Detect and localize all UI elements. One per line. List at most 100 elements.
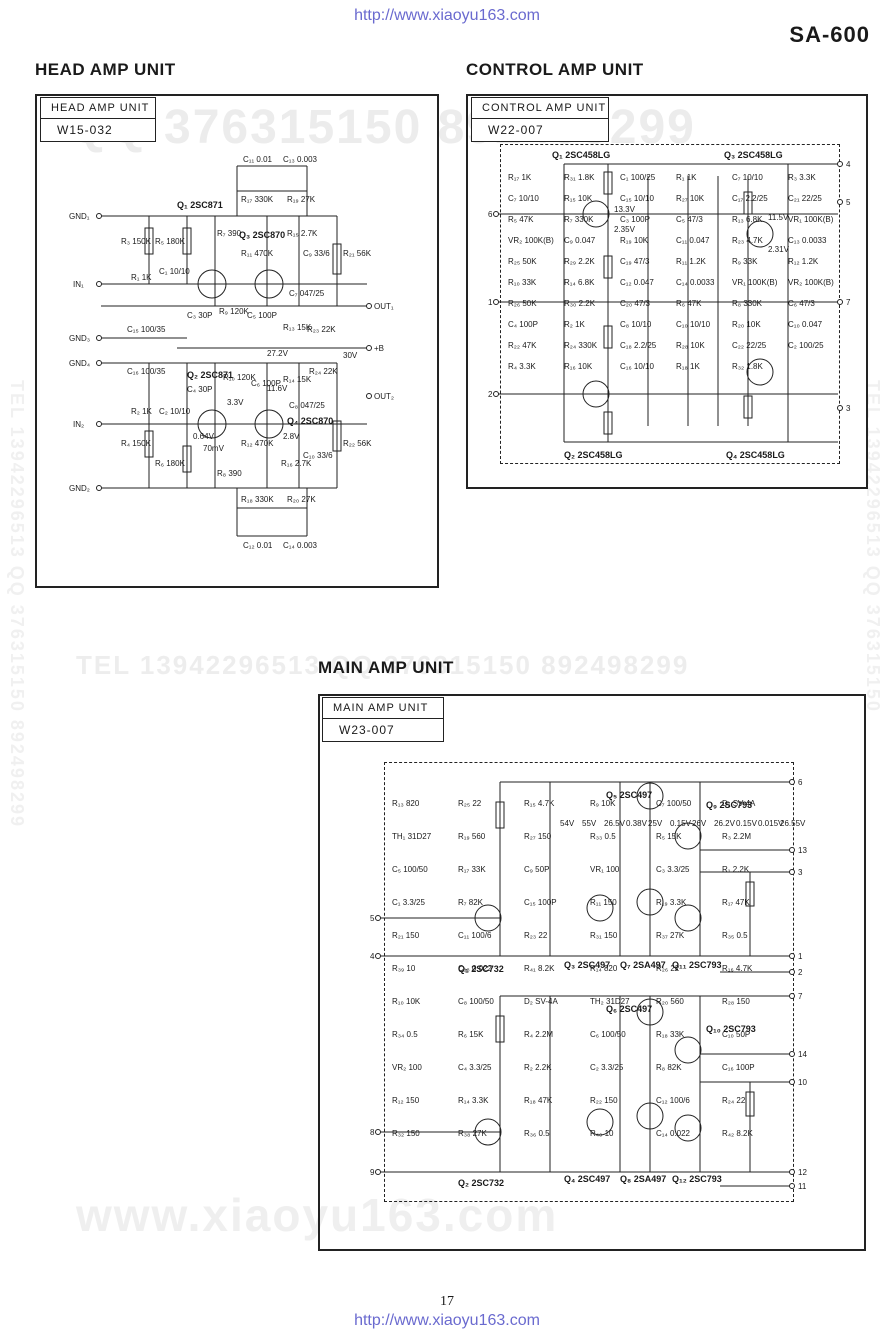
head-voltage-4: 0.64V bbox=[193, 432, 215, 441]
head-comp-r19: R₁₉ 27K bbox=[287, 195, 316, 204]
control-amp-label-line1: CONTROL AMP UNIT bbox=[472, 98, 608, 119]
main-comp-34: R₂₆ 22 bbox=[656, 964, 680, 973]
control-term-7: 7 bbox=[846, 298, 851, 307]
main-comp-14: C₉ 50P bbox=[524, 865, 549, 874]
main-term-8: 8 bbox=[370, 1128, 375, 1137]
head-comp-r4: R₄ 150K bbox=[121, 439, 152, 448]
main-comp-28: R₃₇ 27K bbox=[656, 931, 685, 940]
control-amp-label-box: CONTROL AMP UNIT W22-007 bbox=[471, 97, 609, 142]
main-amp-frame: MAIN AMP UNIT W23-007 bbox=[318, 694, 866, 1251]
main-q1: Q₁ 2SC732 bbox=[458, 964, 504, 974]
control-comp-18: VR₂ 100K(B) bbox=[508, 236, 554, 245]
head-comp-c8: C₈ 047/25 bbox=[289, 401, 325, 410]
main-comp-41: R₂₈ 150 bbox=[722, 997, 750, 1006]
main-comp-24: R₂₁ 150 bbox=[392, 931, 420, 940]
source-url-top[interactable]: http://www.xiaoyu163.com bbox=[354, 7, 540, 24]
main-comp-42: R₃₄ 0.5 bbox=[392, 1030, 418, 1039]
control-amp-schematic: 6 1 2 4 5 7 3 Q₁ 2SC458LG Q₃ 2SC458LG Q₂… bbox=[488, 150, 851, 460]
main-term-12: 12 bbox=[798, 1168, 807, 1177]
main-comp-46: R₁₈ 33K bbox=[656, 1030, 685, 1039]
control-voltage-2: 11.5V bbox=[768, 213, 789, 222]
control-comp-13: R₇ 330K bbox=[564, 215, 594, 224]
head-term-gnd3: GND₃ bbox=[69, 334, 90, 343]
head-comp-c10: C₁₀ 33/6 bbox=[303, 451, 333, 460]
head-comp-r18: R₁₈ 330K bbox=[241, 495, 274, 504]
head-comp-r3: R₃ 150K bbox=[121, 237, 152, 246]
head-comp-c5: C₅ 100P bbox=[247, 311, 277, 320]
main-amp-label-line1: MAIN AMP UNIT bbox=[323, 698, 443, 719]
main-q6: Q₆ 2SC497 bbox=[606, 1004, 652, 1014]
main-comp-11: R₃ 2.2M bbox=[722, 832, 751, 841]
head-comp-c6: C₆ 100P bbox=[251, 379, 281, 388]
control-comp-19: C₉ 0.047 bbox=[564, 236, 596, 245]
control-comp-51: R₂₈ 10K bbox=[676, 341, 705, 350]
head-comp-c1: C₁ 10/10 bbox=[159, 267, 190, 276]
head-term-gnd2: GND₂ bbox=[69, 484, 90, 493]
control-term-1: 1 bbox=[488, 298, 493, 307]
main-comp-40: R₂₀ 560 bbox=[656, 997, 684, 1006]
main-comp-3: R₉ 10K bbox=[590, 799, 616, 808]
source-url-bottom[interactable]: http://www.xiaoyu163.com bbox=[354, 1312, 540, 1329]
control-q4: Q₄ 2SC458LG bbox=[726, 450, 785, 460]
main-voltage-3: 0.38V bbox=[626, 819, 648, 828]
control-q1: Q₁ 2SC458LG bbox=[552, 150, 610, 160]
main-comp-62: R₃₆ 0.5 bbox=[524, 1129, 550, 1138]
main-comp-44: R₄ 2.2M bbox=[524, 1030, 553, 1039]
head-amp-label-line1: HEAD AMP UNIT bbox=[41, 98, 155, 119]
main-comp-33: R₁₄ 820 bbox=[590, 964, 618, 973]
head-comp-r8: R₈ 390 bbox=[217, 469, 242, 478]
main-comp-29: R₃₅ 0.5 bbox=[722, 931, 748, 940]
main-comp-19: R₇ 82K bbox=[458, 898, 484, 907]
main-amp-label-line2: W23-007 bbox=[339, 723, 395, 737]
head-term-out1: OUT₁ bbox=[374, 302, 394, 311]
head-term-plus-b: +B bbox=[374, 344, 384, 353]
main-comp-15: VR₁ 100 bbox=[590, 865, 620, 874]
control-comp-3: R₁ 1K bbox=[676, 173, 697, 182]
head-comp-c15: C₁₅ 100/35 bbox=[127, 325, 166, 334]
main-voltage-6: 26V bbox=[692, 819, 707, 828]
main-comp-25: C₁₁ 100/6 bbox=[458, 931, 492, 940]
control-comp-49: R₂₄ 330K bbox=[564, 341, 598, 350]
main-comp-30: R₃₉ 10 bbox=[392, 964, 416, 973]
main-q4: Q₄ 2SC497 bbox=[564, 1174, 610, 1184]
head-comp-r21: R₂₁ 56K bbox=[343, 249, 372, 258]
control-comp-58: R₃₂ 1.8K bbox=[732, 362, 763, 371]
main-voltage-2: 26.5V bbox=[604, 819, 626, 828]
main-comp-60: R₃₂ 150 bbox=[392, 1129, 420, 1138]
control-term-3: 3 bbox=[846, 404, 851, 413]
control-comp-36: R₂₆ 50K bbox=[508, 299, 537, 308]
control-amp-section-title: CONTROL AMP UNIT bbox=[466, 60, 644, 79]
control-q2: Q₂ 2SC458LG bbox=[564, 450, 623, 460]
main-term-7: 7 bbox=[798, 992, 803, 1001]
control-comp-35: VR₂ 100K(B) bbox=[788, 278, 834, 287]
main-comp-20: C₁₅ 100P bbox=[524, 898, 557, 907]
head-comp-r13: R₁₃ 15K bbox=[283, 323, 312, 332]
control-comp-38: C₂₀ 47/3 bbox=[620, 299, 651, 308]
main-comp-1: R₂₅ 22 bbox=[458, 799, 482, 808]
control-term-5: 5 bbox=[846, 198, 851, 207]
control-comp-1: R₃₁ 1.8K bbox=[564, 173, 595, 182]
main-comp-7: R₁₉ 560 bbox=[458, 832, 486, 841]
control-comp-25: R₂₉ 2.2K bbox=[564, 257, 595, 266]
main-comp-51: C₂ 3.3/25 bbox=[590, 1063, 624, 1072]
control-comp-15: C₅ 47/3 bbox=[676, 215, 703, 224]
control-comp-57: R₁₈ 1K bbox=[676, 362, 700, 371]
main-comp-57: R₂₂ 150 bbox=[590, 1096, 618, 1105]
head-comp-r7: R₇ 390 bbox=[217, 229, 242, 238]
control-comp-28: R₉ 33K bbox=[732, 257, 758, 266]
control-comp-34: VR₁ 100K(B) bbox=[732, 278, 778, 287]
control-voltage-1: 2.35V bbox=[614, 225, 636, 234]
head-comp-c14: C₁₄ 0.003 bbox=[283, 541, 318, 550]
head-comp-c7: C₇ 047/25 bbox=[289, 289, 325, 298]
main-amp-label-box: MAIN AMP UNIT W23-007 bbox=[322, 697, 444, 742]
main-term-6: 6 bbox=[798, 778, 803, 787]
main-comp-55: R₁₄ 3.3K bbox=[458, 1096, 489, 1105]
main-term-11: 11 bbox=[798, 1182, 807, 1191]
head-q4: Q₄ 2SC870 bbox=[287, 416, 333, 426]
main-comp-18: C₁ 3.3/25 bbox=[392, 898, 425, 907]
main-term-10: 10 bbox=[798, 1078, 807, 1087]
head-voltage-1: 30V bbox=[343, 351, 358, 360]
main-q3: Q₃ 2SC497 bbox=[564, 960, 610, 970]
main-voltage-7: 26.2V bbox=[714, 819, 736, 828]
main-term-9: 9 bbox=[370, 1168, 375, 1177]
